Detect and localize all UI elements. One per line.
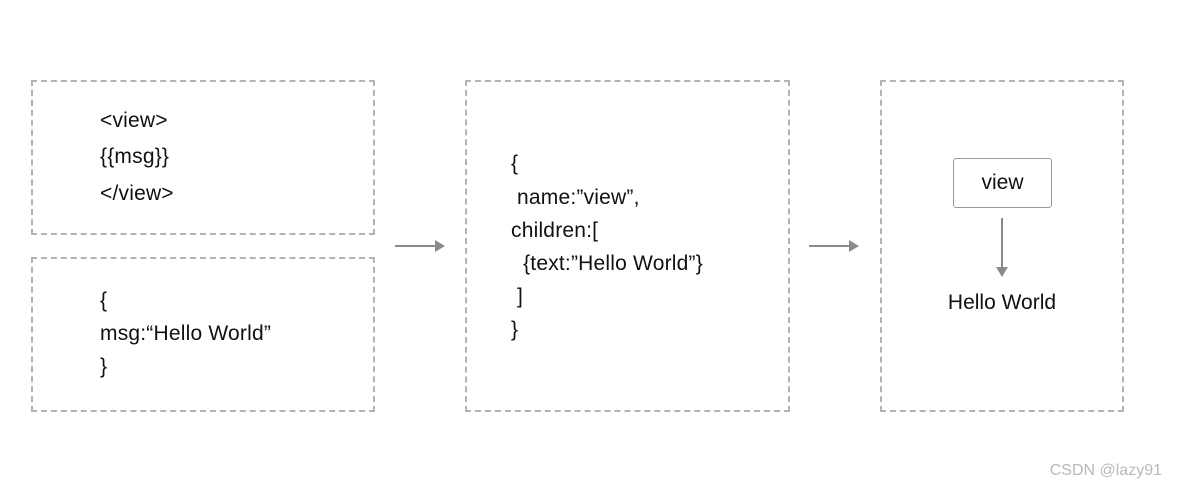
view-node: view [953,158,1052,208]
vdom-line-text-node: {text:”Hello World”} [511,252,703,275]
virtual-dom-box [465,80,790,412]
data-line-close-brace: } [100,355,108,378]
right-arrow-icon [809,238,861,254]
watermark: CSDN @lazy91 [1049,462,1162,479]
template-line-close-tag: </view> [100,182,174,205]
vdom-line-close-brace: } [511,318,519,341]
template-box [31,80,375,235]
template-line-msg-binding: {{msg}} [100,145,170,168]
vdom-line-open-brace: { [511,152,519,175]
rendered-view-box [880,80,1124,412]
vdom-line-name: name:”view”, [511,186,640,209]
right-arrow-icon [395,238,447,254]
rendered-hello-world-text: Hello World [947,291,1057,314]
data-box [31,257,375,412]
data-line-msg: msg:“Hello World” [100,322,272,345]
template-line-open-tag: <view> [100,109,168,132]
vdom-line-close-bracket: ] [511,285,524,308]
data-line-open-brace: { [100,289,108,312]
vdom-line-children: children:[ [511,219,599,242]
